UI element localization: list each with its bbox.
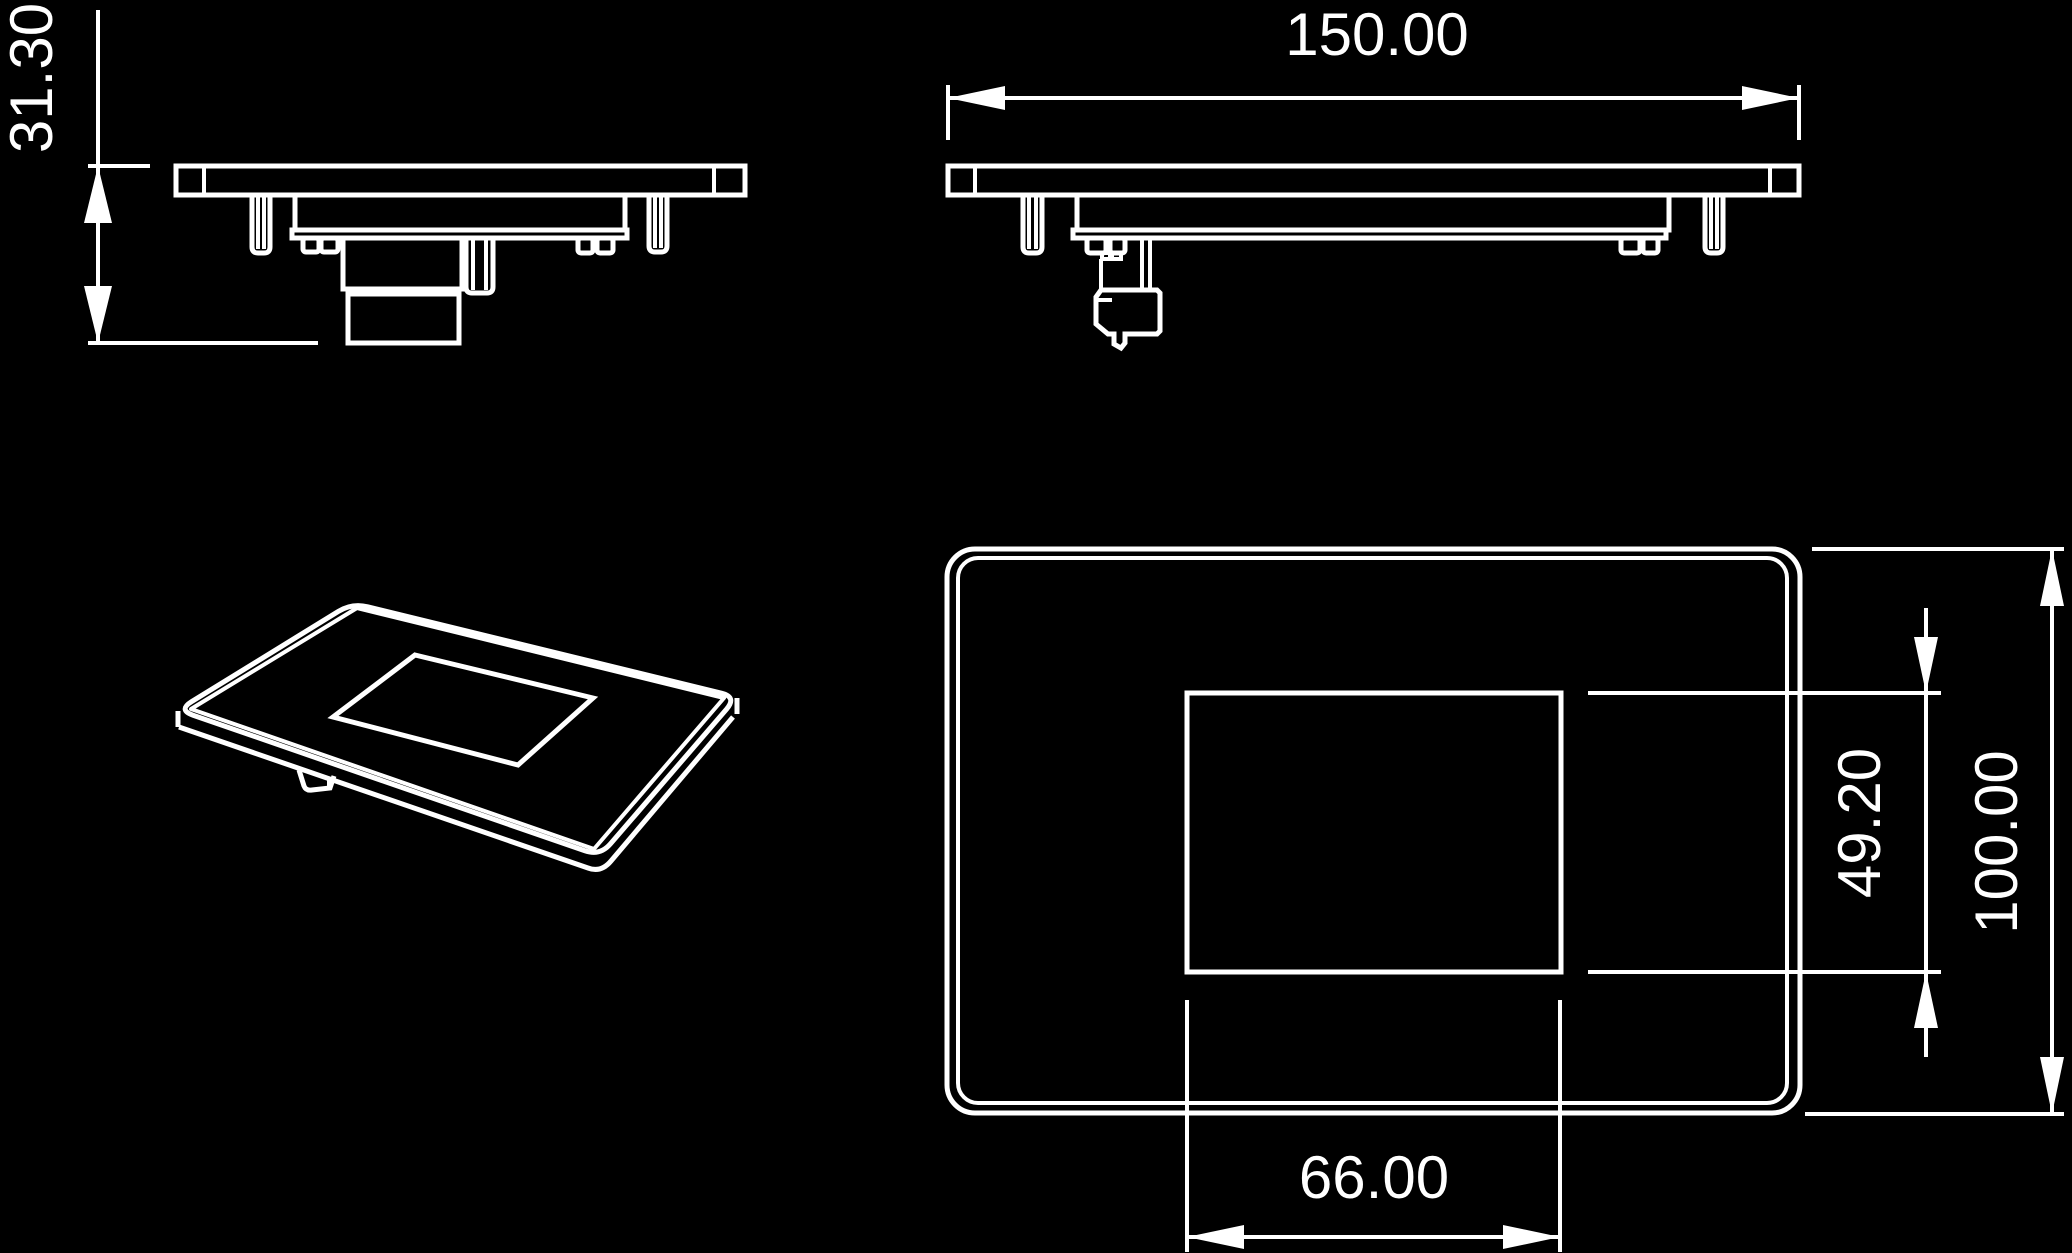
dimension-label-panel-height: 100.00	[1963, 750, 2030, 934]
display-window-iso	[327, 652, 599, 768]
dimension-panel-height: 100.00	[1805, 547, 2064, 1116]
arrowhead-down-icon	[1914, 637, 1938, 693]
solder-foot	[300, 235, 322, 255]
solder-foot	[575, 235, 596, 256]
mounting-pin	[1020, 195, 1045, 256]
header-tab	[1110, 251, 1123, 261]
arrowhead-left-icon	[948, 86, 1005, 110]
pcb-band	[1070, 227, 1669, 241]
dimension-label-panel-width: 150.00	[1285, 1, 1469, 68]
arrowhead-right-icon	[1503, 1225, 1560, 1249]
front-view	[944, 546, 1803, 1116]
connector-block-lower	[345, 291, 462, 346]
dimension-panel-width: 150.00	[946, 1, 1801, 140]
rear-housing	[1074, 192, 1672, 233]
arrowhead-up-icon	[2040, 549, 2064, 606]
arrowhead-left-icon	[1187, 1225, 1244, 1249]
arrowhead-right-icon	[1742, 86, 1799, 110]
arrowhead-down-icon	[2040, 1057, 2064, 1114]
clip-tab	[296, 769, 337, 793]
connector-stem	[1140, 238, 1152, 291]
panel-top-face	[182, 603, 734, 855]
mounting-pin	[249, 195, 273, 256]
rear-housing	[292, 192, 628, 233]
connector-block-upper	[340, 235, 465, 292]
panel-plate-section	[173, 163, 748, 198]
dimension-total-depth: 31.30	[0, 3, 318, 345]
panel-face-rim	[189, 606, 726, 851]
panel-plate-section	[945, 163, 1802, 198]
center-pin-inner-lines	[471, 238, 488, 290]
header-block	[1084, 235, 1109, 256]
mounting-pin-inner-lines	[256, 195, 266, 249]
mounting-pin-inner-lines	[1027, 195, 1038, 249]
center-pin	[463, 238, 496, 296]
solder-foot	[1618, 235, 1643, 256]
header-block	[1107, 235, 1128, 256]
arrowhead-up-icon	[84, 166, 112, 223]
panel-side-bottom-edge	[178, 715, 735, 872]
mounting-pin	[1702, 195, 1726, 256]
mounting-pin-inner-lines	[653, 195, 663, 248]
solder-foot	[318, 235, 341, 255]
dimension-label-window-width: 66.00	[1299, 1144, 1449, 1211]
wire-connector	[1093, 287, 1163, 352]
side-view-long-edge	[945, 163, 1802, 352]
mounting-pin	[646, 195, 670, 255]
panel-outline	[944, 546, 1803, 1116]
dimension-label-total-depth: 31.30	[0, 3, 65, 153]
arrowhead-down-icon	[84, 286, 112, 343]
dimension-window-height: 49.20	[1588, 608, 1941, 1057]
side-view-short-edge	[173, 163, 748, 346]
dimension-label-window-height: 49.20	[1826, 748, 1893, 898]
solder-foot	[1640, 235, 1661, 256]
header-tab	[1100, 251, 1112, 261]
panel-face-edge	[956, 556, 1789, 1105]
arrowhead-up-icon	[1914, 972, 1938, 1028]
isometric-view	[175, 603, 740, 872]
mounting-pin-inner-lines	[1709, 195, 1719, 249]
dimension-window-width: 66.00	[1185, 1000, 1562, 1252]
solder-foot	[594, 235, 616, 256]
display-window	[1184, 690, 1564, 975]
